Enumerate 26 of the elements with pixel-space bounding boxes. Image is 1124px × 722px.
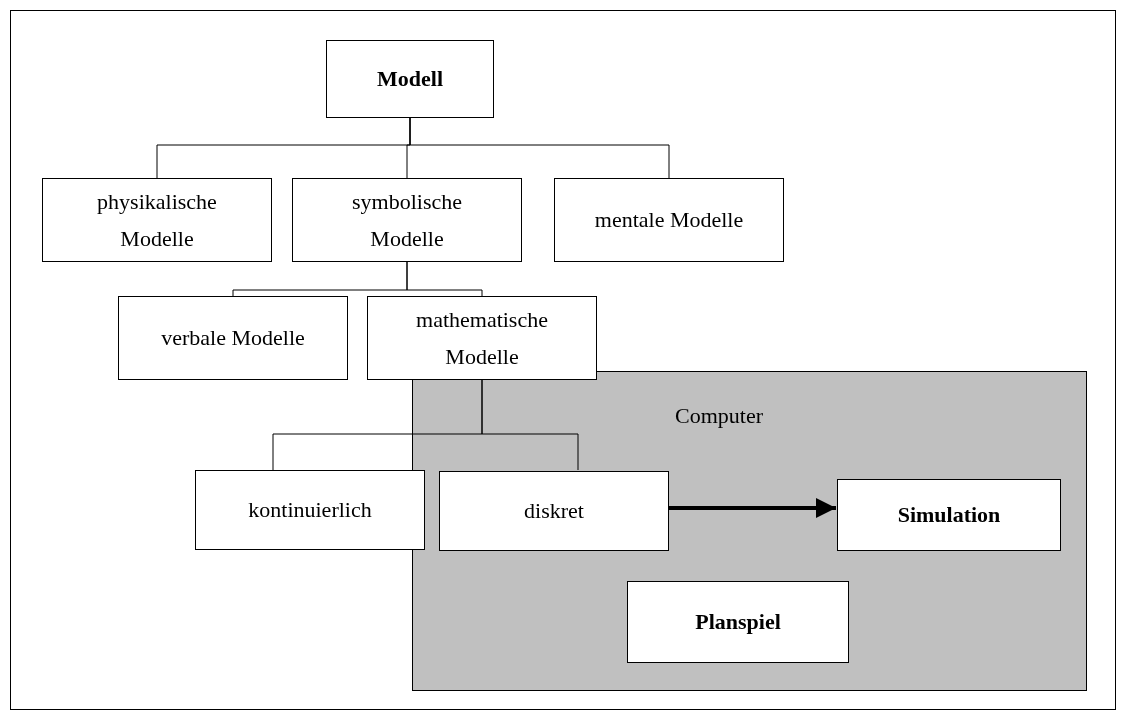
box-text: verbale Modelle xyxy=(161,324,305,353)
box-text: diskret xyxy=(524,497,584,526)
area-label: Computer xyxy=(675,402,763,430)
model-box xyxy=(42,178,272,262)
connector-line xyxy=(481,379,579,471)
computer-area xyxy=(412,371,1087,691)
box-text: Simulation xyxy=(897,501,1001,530)
box-text: kontinuierlich xyxy=(248,496,372,525)
model-box xyxy=(439,471,669,551)
connector-line xyxy=(409,117,670,179)
box-text: Modell xyxy=(377,65,443,94)
arrow xyxy=(668,498,836,518)
model-box xyxy=(837,479,1061,551)
model-box xyxy=(292,178,522,262)
box-text: physikalische Modelle xyxy=(96,187,218,253)
connector-line xyxy=(406,261,483,297)
model-box xyxy=(627,581,849,663)
model-box xyxy=(554,178,784,262)
box-text: mathematische Modelle xyxy=(415,305,549,371)
model-box xyxy=(118,296,348,380)
box-text: Planspiel xyxy=(695,608,781,637)
model-box xyxy=(367,296,597,380)
model-box xyxy=(326,40,494,118)
box-text: mentale Modelle xyxy=(594,206,744,235)
model-box xyxy=(195,470,425,550)
box-text: symbolische Modelle xyxy=(351,187,463,253)
